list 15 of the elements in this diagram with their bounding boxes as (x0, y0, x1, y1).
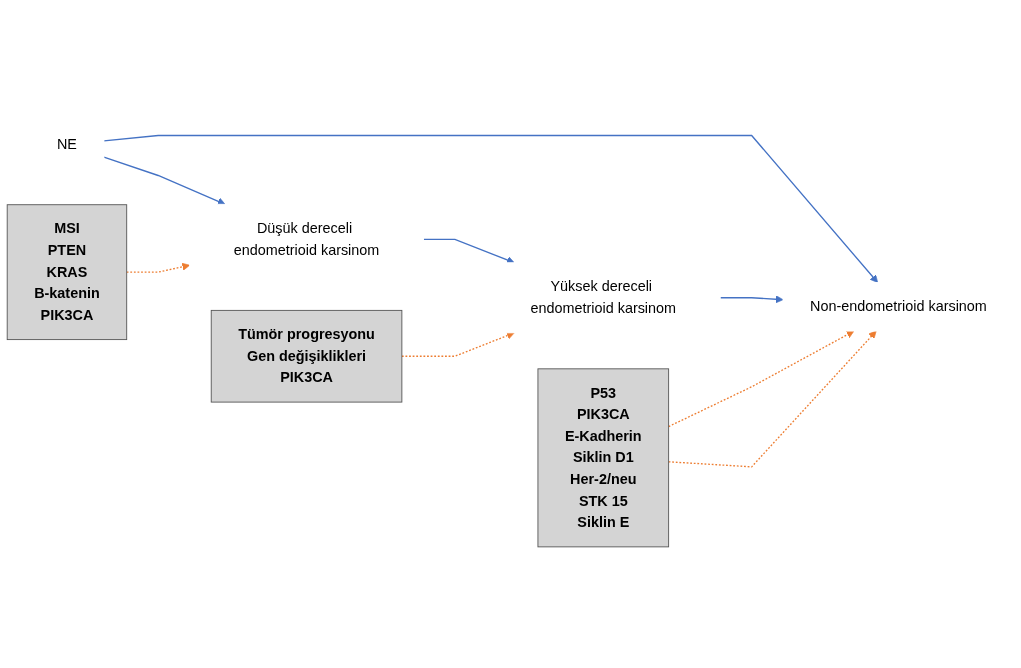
arrow (719, 295, 784, 304)
arrow (422, 239, 515, 265)
node-text: Düşük dereceli endometrioid karsinom (233, 220, 380, 258)
arrow (401, 332, 515, 358)
arrow (103, 156, 226, 206)
node-text: Non-endometrioid karsinom (810, 299, 987, 315)
node-box: P53 PIK3CA E-Kadherin Siklin D1 Her-2/neu STK 15 Siklin E (537, 368, 670, 548)
node-text: NE (56, 136, 77, 153)
arrow (667, 331, 855, 428)
arrow (667, 331, 877, 468)
node-text: Yüksek dereceli endometrioid karsinom (530, 279, 677, 317)
node-box: MSI PTEN KRAS B-katenin PIK3CA (6, 204, 128, 341)
arrow (103, 135, 878, 284)
arrow (126, 263, 190, 274)
node-box: Tümör progresyonu Gen değişiklikleri PIK3CA (210, 310, 403, 403)
